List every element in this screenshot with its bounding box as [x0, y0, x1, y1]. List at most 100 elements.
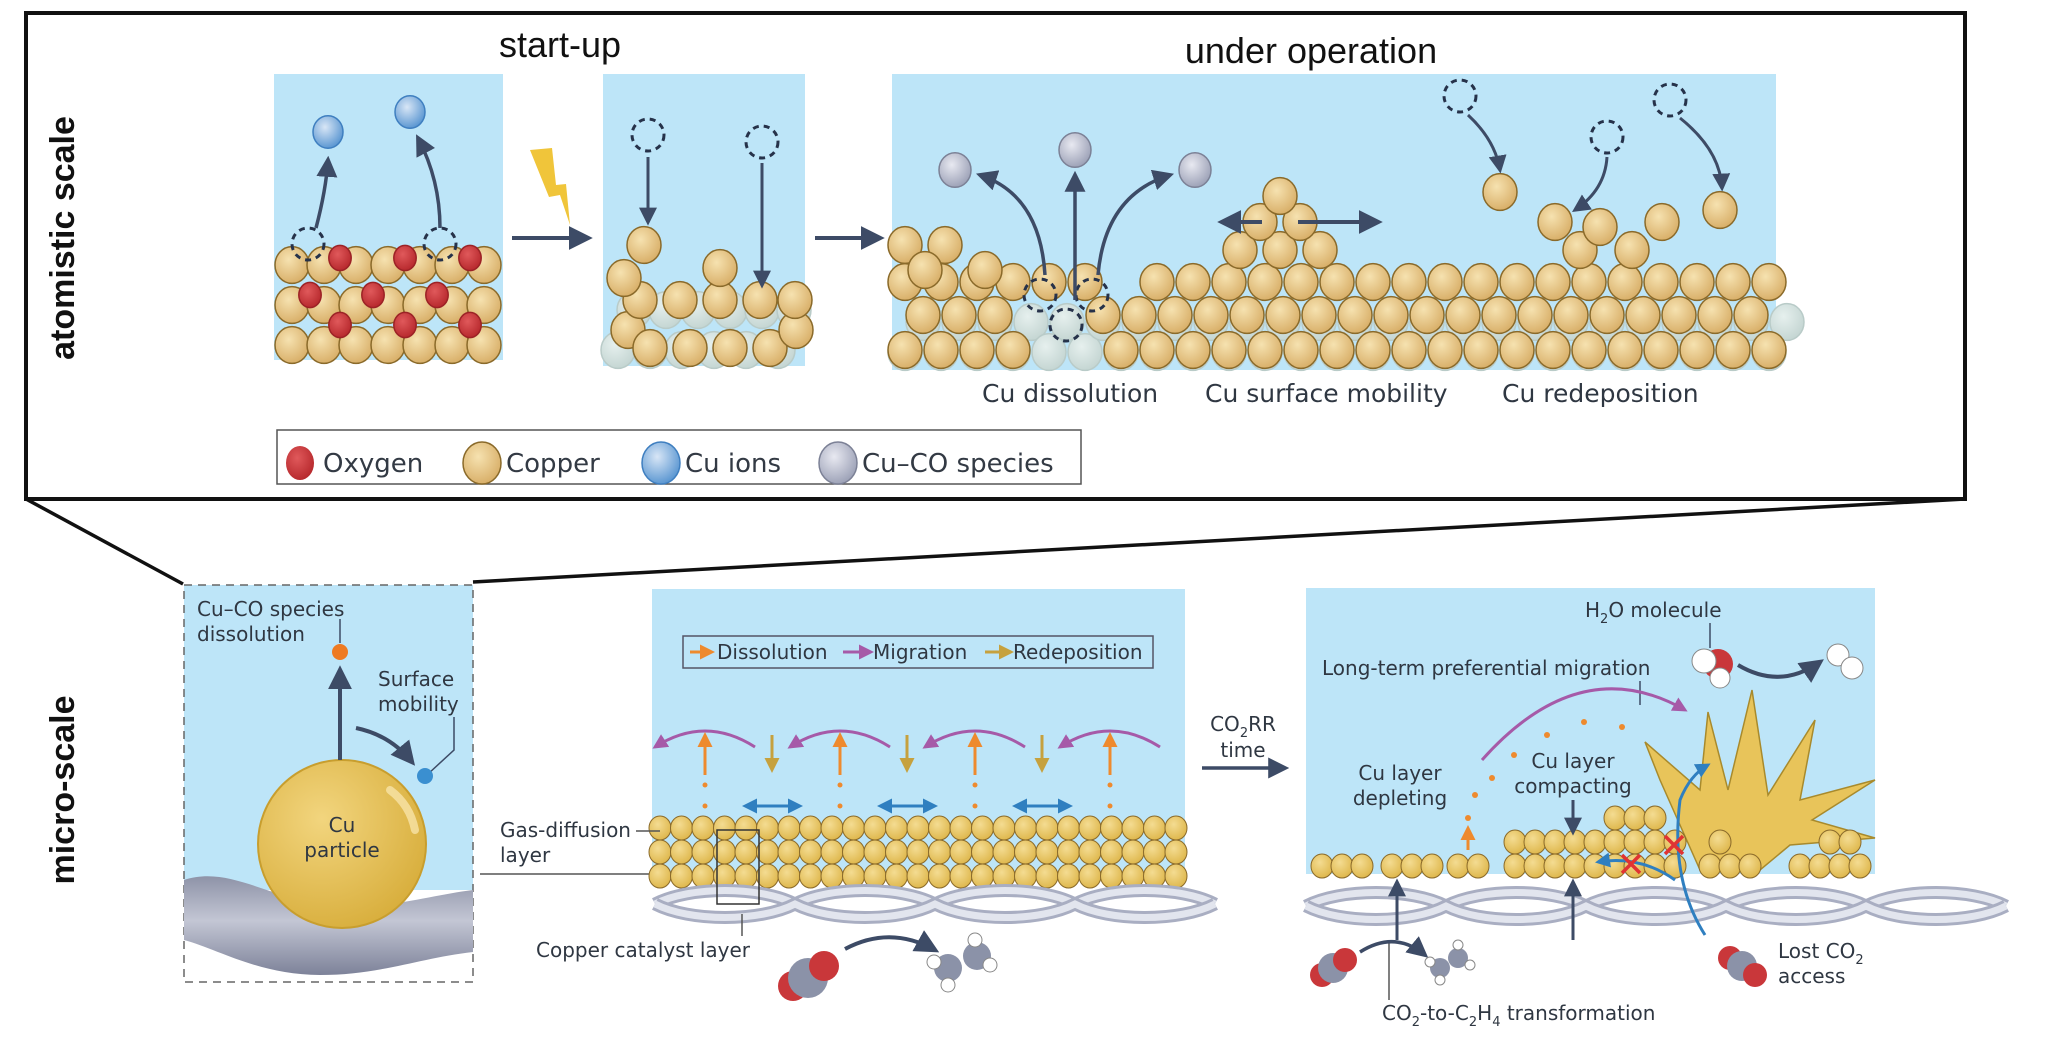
copper-particle — [1143, 839, 1166, 865]
copper-particle — [1446, 853, 1470, 879]
redeposition-arrow — [1466, 113, 1507, 174]
migration-label: Long-term preferential migration — [1322, 656, 1650, 680]
copper-atom — [1283, 330, 1319, 370]
copper-atom — [1535, 330, 1571, 370]
gdl-label-2: layer — [500, 843, 551, 867]
cu-ion-atom — [394, 95, 426, 129]
copper-atom — [941, 295, 977, 335]
copper-particle — [1466, 853, 1490, 879]
atom-legend: Oxygen Copper Cu ions Cu–CO species — [276, 429, 1082, 485]
mobility-label-2: mobility — [378, 692, 459, 716]
copper-atom — [1139, 330, 1175, 370]
dissolving-species — [702, 803, 708, 809]
migrating-species — [1472, 719, 1625, 798]
h2o-molecule-icon — [1691, 648, 1733, 689]
copper-particle — [906, 863, 930, 889]
cu-particle-label-2: particle — [304, 838, 379, 862]
copper-particle — [799, 839, 822, 865]
copper-particle — [992, 815, 1016, 841]
mobility-label-1: Surface — [378, 667, 454, 691]
co2rr-label: CO2RR — [1210, 712, 1276, 741]
legend-oxygen-label: Oxygen — [323, 449, 423, 479]
hydrogen-atom — [1424, 956, 1436, 968]
oxygen-atom — [393, 311, 417, 339]
copper-atom — [1535, 262, 1571, 302]
label-cu-dissolution: Cu dissolution — [982, 379, 1158, 408]
oxygen-atom — [328, 311, 352, 339]
copper-particle — [949, 839, 973, 865]
zoom-line-right — [472, 497, 1966, 584]
depleting-label-2: depleting — [1353, 786, 1447, 810]
legend-oxygen-icon — [286, 446, 314, 480]
oxygen-atom — [361, 281, 385, 309]
copper-particle — [928, 839, 951, 865]
copper-particle — [777, 839, 801, 865]
compacting-label-2: compacting — [1514, 774, 1631, 798]
copper-atom — [1337, 295, 1373, 335]
vacancy-dashed-circle — [1048, 307, 1084, 343]
copper-particle — [777, 863, 801, 889]
blocked-x-icon — [1620, 834, 1685, 875]
cu-co-atom — [1058, 131, 1092, 169]
reduced-lattice — [600, 117, 814, 370]
copper-particle — [1014, 815, 1037, 841]
copper-particle — [1164, 863, 1188, 889]
copper-particle — [1543, 829, 1567, 855]
catalyst-atoms — [648, 815, 1188, 889]
copper-particle — [691, 839, 715, 865]
copper-atom — [1715, 262, 1751, 302]
copper-particle — [648, 863, 672, 889]
dissolving-species — [837, 782, 843, 788]
copper-particle — [1014, 839, 1037, 865]
copper-atom — [1247, 330, 1283, 370]
dissolving-species — [1107, 803, 1113, 809]
redeposition-arrow — [1572, 156, 1609, 212]
copper-particle — [863, 815, 887, 841]
reaction-arrow — [1359, 936, 1429, 958]
copper-particle — [1603, 805, 1627, 831]
copper-atom — [1355, 262, 1391, 302]
vacancy-dashed-circle — [744, 124, 780, 160]
legend-copper-label: Copper — [506, 449, 600, 479]
mobility-arrow — [355, 726, 416, 766]
carbon-atom — [1448, 948, 1468, 968]
copper-particle — [1057, 815, 1080, 841]
copper-particle — [1057, 839, 1080, 865]
copper-particle — [1788, 853, 1812, 879]
dissolving-species — [837, 803, 843, 809]
copper-particle — [1400, 853, 1424, 879]
oxygen-atom — [393, 244, 417, 272]
gas-diffusion-fibers — [652, 884, 1218, 924]
vacancy-ghost-atom — [1067, 332, 1103, 372]
copper-particle — [1035, 863, 1059, 889]
copper-particle — [1808, 853, 1832, 879]
copper-atom — [1482, 172, 1518, 212]
copper-atom — [1643, 330, 1679, 370]
copper-particle — [1078, 815, 1102, 841]
micro-scale-label: micro-scale — [44, 696, 82, 885]
aged-molecules — [1310, 936, 1767, 987]
migration-arrow — [1057, 729, 1161, 749]
copper-atom — [923, 330, 959, 370]
time-label: time — [1220, 738, 1265, 762]
oxide-lattice — [274, 95, 502, 365]
dissolution-label-2: dissolution — [197, 622, 305, 646]
vacancy-dashed-circle — [1652, 82, 1688, 118]
copper-atom — [712, 328, 748, 368]
copper-atom — [752, 328, 788, 368]
dissolution-label-1: Cu–CO species — [197, 597, 344, 621]
copper-atom — [1265, 295, 1301, 335]
copper-particle — [1623, 829, 1647, 855]
copper-atom — [1373, 295, 1409, 335]
copper-atom — [1463, 262, 1499, 302]
copper-atom — [1175, 330, 1211, 370]
catalyst-label: Copper catalyst layer — [536, 938, 751, 962]
copper-particle — [691, 815, 715, 841]
copper-atom — [1283, 262, 1319, 302]
copper-atom — [626, 225, 662, 265]
copper-atom — [742, 280, 778, 320]
copper-particle — [949, 863, 973, 889]
copper-atom — [907, 250, 943, 290]
copper-atom — [1537, 202, 1573, 242]
hydrogen-atom — [1452, 939, 1464, 951]
